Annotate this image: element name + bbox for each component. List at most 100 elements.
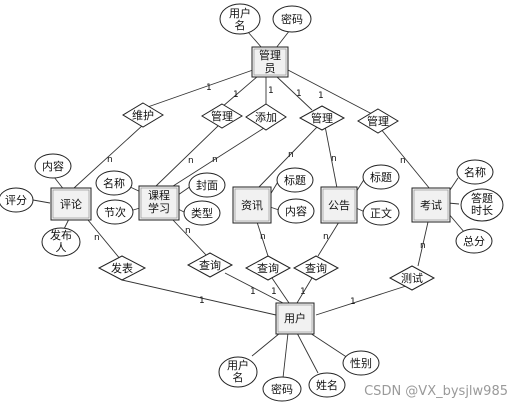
card-admin-add: 1: [268, 86, 274, 96]
entity-admin-label: 管理员: [259, 48, 281, 75]
entity-course-label: 课程学习: [148, 189, 170, 215]
relation-post-label: 发表: [111, 261, 133, 275]
entity-news-label: 资讯: [241, 199, 263, 212]
entity-notice: 公告: [320, 186, 358, 224]
attr-user-username-line: 名: [233, 370, 244, 384]
relation-add: 添加: [245, 103, 287, 131]
attr-exam-name: 名称: [456, 159, 494, 185]
entity-course-label-line: 学习: [148, 201, 170, 215]
attr-comment-publisher-line: 发布: [50, 228, 72, 242]
attr-course-cover-label: 封面: [196, 178, 218, 192]
attr-course-chapter: 节次: [96, 199, 134, 225]
attr-admin-username-line: 名: [235, 18, 246, 32]
attr-notice-title-label: 标题: [370, 170, 392, 184]
card-manage-news: n: [288, 150, 294, 160]
relation-test-label: 测试: [401, 272, 423, 285]
attr-news-title-label: 标题: [284, 173, 306, 187]
attr-admin-username-line: 用户: [229, 6, 251, 20]
attr-course-chapter-label: 节次: [104, 205, 126, 219]
card-add-course: n: [212, 155, 218, 165]
attr-exam-duration-line: 时长: [471, 204, 493, 217]
entity-notice-label: 公告: [328, 199, 350, 212]
entity-admin-label-line: 员: [265, 62, 276, 75]
watermark-text: CSDN @VX_bysjlw985: [364, 384, 508, 399]
attr-comment-score: 评分: [0, 187, 34, 213]
attr-comment-content-label: 内容: [42, 159, 64, 173]
relationship-diamonds: 维护 管理 添加 管理 管理 发表 查询 查询: [97, 102, 436, 291]
card-admin-manage-info: 1: [296, 89, 302, 99]
attr-user-username-label: 用户名: [227, 358, 249, 384]
attr-exam-name-label: 名称: [464, 165, 486, 179]
entity-user-label: 用户: [284, 311, 306, 325]
card-admin-manage-course: 1: [233, 90, 239, 100]
entity-comment-label: 评论: [60, 197, 82, 211]
attribute-ellipses: 用户名 密码 内容 评分 发布人 名称 节次 封面: [0, 3, 504, 402]
relation-manage-exam-label: 管理: [367, 114, 389, 128]
attr-user-name: 姓名: [308, 372, 346, 398]
attr-comment-publisher-line: 人: [56, 241, 67, 254]
cardinality-labels: 1 1 1 1 1 n n n n n n n n n n n 1 1 1 1 …: [94, 83, 426, 307]
card-manage-notice: n: [331, 154, 337, 164]
attr-exam-duration: 答题时长: [460, 188, 504, 222]
card-query-notice-user: 1: [300, 287, 306, 297]
attr-course-name: 名称: [95, 170, 133, 196]
relation-add-label: 添加: [255, 110, 277, 124]
relation-maintain-label: 维护: [132, 108, 154, 122]
attr-user-username-line: 用户: [227, 358, 249, 372]
attr-exam-total-label: 总分: [463, 234, 485, 248]
card-manage-exam-n: n: [400, 156, 406, 166]
attr-user-username: 用户名: [218, 356, 258, 388]
card-comment-post: n: [94, 233, 100, 243]
relation-post: 发表: [97, 255, 147, 281]
relation-query-notice: 查询: [292, 255, 340, 281]
relation-query-news: 查询: [244, 255, 292, 281]
entity-exam-label: 考试: [420, 199, 442, 212]
card-manage-course: n: [188, 156, 194, 166]
attr-notice-body-label: 正文: [370, 206, 392, 220]
relation-manage-course-label: 管理: [211, 109, 233, 123]
attr-exam-duration-line: 答题: [471, 191, 493, 205]
relation-query-notice-label: 查询: [305, 261, 327, 275]
entity-boxes: 管理员 评论 课程学习 资讯 公告 考试: [50, 46, 451, 335]
attr-admin-password: 密码: [272, 5, 312, 33]
relation-manage-info-label: 管理: [311, 111, 333, 125]
card-notice-query: n: [323, 232, 329, 242]
relation-query-course: 查询: [186, 252, 234, 278]
card-news-query: n: [260, 232, 266, 242]
attr-comment-content: 内容: [34, 153, 72, 179]
attr-exam-total: 总分: [455, 228, 493, 254]
attr-course-type-label: 类型: [191, 206, 213, 220]
entity-comment: 评论: [50, 187, 92, 221]
entity-news: 资讯: [232, 186, 272, 224]
relation-maintain: 维护: [122, 102, 164, 128]
attr-admin-password-label: 密码: [281, 12, 303, 26]
entity-admin: 管理员: [251, 46, 289, 78]
attr-course-name-label: 名称: [103, 176, 125, 190]
relation-manage-exam: 管理: [357, 108, 399, 134]
attr-user-gender: 性别: [342, 350, 380, 376]
card-query-news-user: 1: [271, 287, 277, 297]
entity-user: 用户: [275, 302, 315, 335]
card-admin-manage-exam: 1: [318, 91, 324, 101]
relation-query-course-label: 查询: [199, 258, 221, 272]
card-admin-maintain: 1: [206, 83, 212, 93]
attr-news-content: 内容: [277, 198, 315, 224]
attr-admin-username: 用户名: [219, 3, 261, 35]
attr-user-password-label: 密码: [271, 382, 293, 396]
attr-comment-score-label: 评分: [5, 194, 27, 207]
relation-query-news-label: 查询: [257, 261, 279, 275]
attr-notice-title: 标题: [362, 164, 400, 190]
attr-comment-publisher-label: 发布人: [50, 228, 72, 254]
attr-course-cover: 封面: [188, 172, 226, 198]
entity-course-label-line: 课程: [148, 189, 170, 202]
attr-comment-publisher: 发布人: [41, 227, 81, 257]
attr-user-password: 密码: [262, 376, 302, 402]
entity-course: 课程学习: [138, 185, 180, 221]
card-course-query: n: [185, 226, 191, 236]
card-exam-test: n: [420, 241, 426, 251]
relation-manage-info: 管理: [298, 105, 346, 131]
attr-notice-body: 正文: [362, 200, 400, 226]
attr-news-title: 标题: [276, 167, 314, 193]
